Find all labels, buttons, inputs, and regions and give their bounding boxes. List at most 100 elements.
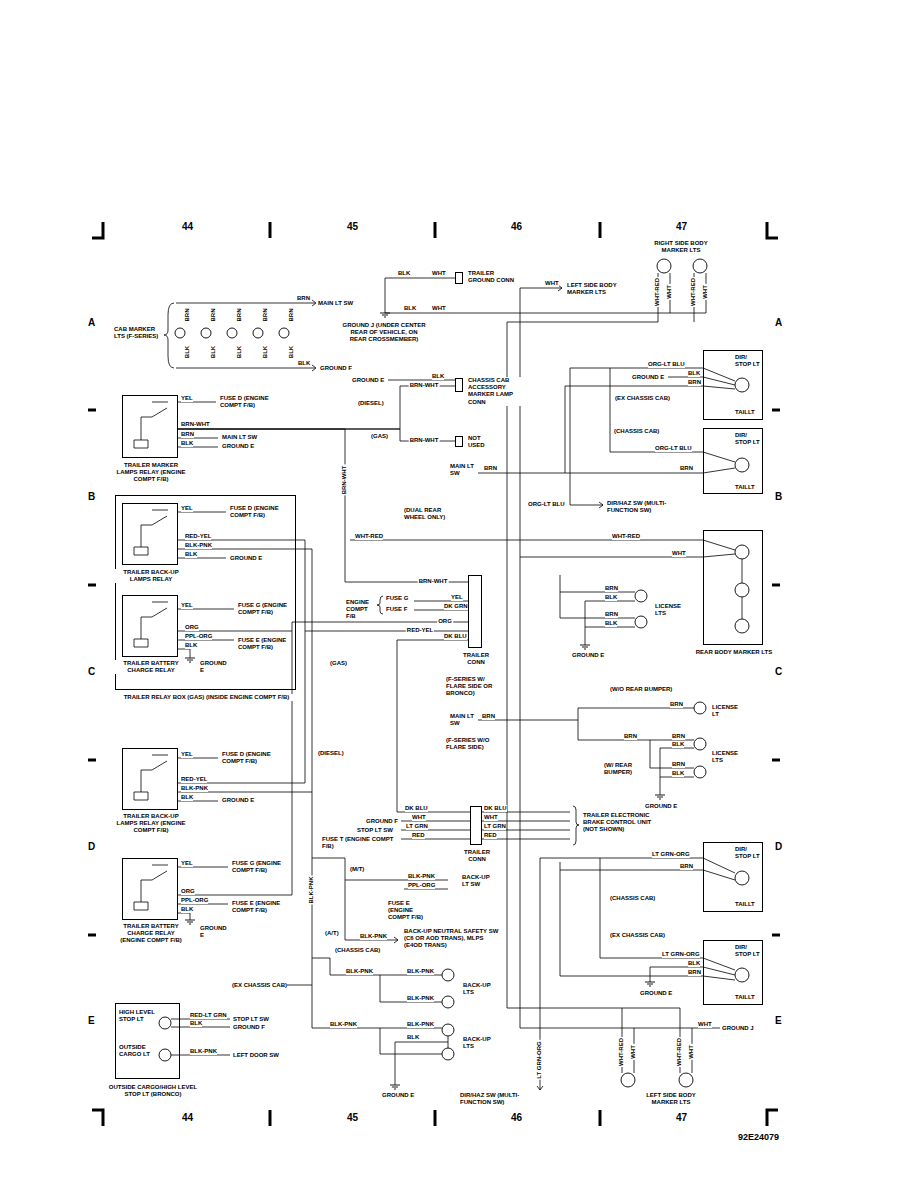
wire-label: FUSE E (ENGINE COMPT F/B) [388,900,432,922]
component-label: TRAILER CONN [457,849,497,863]
wire-label: GROUND J [722,1025,754,1032]
grid-reference: 46 [511,1112,522,1124]
wire-label: BRN [181,431,194,438]
wire-label: YEL [451,594,463,601]
wire [176,303,315,304]
wire-label: GROUND E [572,652,604,659]
lamp-symbol [657,259,671,273]
wire [560,592,635,593]
wire-label: RED [484,832,497,839]
wire [540,858,703,1090]
wire-label: GROUND E [632,374,664,381]
lamp-symbol [679,1073,693,1087]
wire-label: ORG-LT BLU [648,361,685,368]
lamp-symbol [694,766,706,778]
wire-label: BRN [210,308,217,323]
component-label: DIR/ STOP LT [735,846,762,860]
wire [703,377,735,385]
wire [703,468,735,473]
wire-label: BLK [605,594,617,601]
wire-label: (CHASSIS CAB) [610,895,655,902]
wire-label: BACK-UP NEUTRAL SAFETY SW (C6 OR AOD TRA… [404,928,499,950]
wire-label: BRN-WHT [409,437,440,444]
relay-symbol [134,602,168,647]
wire-label: WHT [432,305,446,312]
wire-label: LEFT DOOR SW [233,1052,279,1059]
lamp-symbol [175,328,185,338]
wire-label: BLK [185,642,197,649]
wire [703,858,735,873]
wire-label: FUSE G (ENGINE COMPT F/B) [238,602,288,616]
lamp-housing: DIR/ STOP LTTAILLT [703,350,763,420]
lamp-symbol [735,545,749,559]
wire-label: (EX CHASSIS CAB) [232,982,287,989]
wire [478,473,703,474]
frame-mark [772,759,780,762]
wire-label: FUSE G [386,595,408,602]
relay-box: TRAILER BATTERY CHARGE RELAY [122,595,178,657]
grid-reference: C [88,666,95,678]
wire-label: (DUAL REAR WHEEL ONLY) [404,507,454,521]
wire [178,549,312,1028]
wire-label: BRN [688,969,701,976]
lamp-symbol [635,616,647,628]
lamp-symbol [694,738,706,750]
wire-label: WHT [545,280,559,287]
wire-label: BLK-PNK [181,785,208,792]
wire-label: RED-YEL [181,776,207,783]
wire-label: MAIN LT SW [222,434,257,441]
wire-label: LICENSE LT [712,704,738,718]
wire-label: BLK [288,345,295,359]
lamp-symbol [442,996,454,1008]
wire [312,958,442,975]
wire-label: BLK-PNK [330,1021,357,1028]
wire [178,631,292,895]
wire-label: BRN [672,733,685,740]
wire-label: WHT [688,1044,695,1060]
wire [703,554,735,557]
grid-reference: 92E24079 [738,1132,779,1143]
lamp-symbol [159,1017,171,1029]
wire [565,386,703,387]
wire-label: BLK [688,370,700,377]
wire-label: RED-YEL [185,533,211,540]
ground-symbol [390,1085,400,1089]
wire [350,540,703,541]
frame-mark [88,934,96,937]
wire [394,937,398,943]
component-label: TRAILER GROUND CONN [468,270,514,284]
relay-box: TRAILER BACK-UP LAMPS RELAY (ENGINE COMP… [122,748,178,810]
wire-label: (F-SERIES W/ FLARE SIDE OR BRONCO) [446,676,498,698]
wire [660,748,661,795]
wire-label: YEL [181,505,193,512]
wire-label: GROUND E [222,443,254,450]
frame-mark [599,1110,602,1126]
wire-label: (CHASSIS CAB) [614,428,659,435]
wire-label: ORG-LT BLU [655,445,692,452]
component-label: TRAILER BATTERY CHARGE RELAY (ENGINE COM… [115,923,187,945]
lamp-symbol [735,871,749,885]
wire-label: BLK [190,1020,202,1027]
grid-reference: B [775,491,782,503]
frame-mark [88,759,96,762]
wire-label: BLK [181,794,193,801]
component-label: TAILLT [735,484,762,491]
wire-label: BACK-UP LTS [463,1036,491,1050]
wire-label: BRN [624,733,637,740]
grid-reference: 45 [347,221,358,233]
component-label: HIGH LEVEL STOP LT [119,1009,157,1023]
frame-mark [434,222,437,238]
frame-mark [269,222,272,238]
wire-label: BRN-WHT [409,382,440,389]
wire [570,368,603,505]
wire [178,913,190,920]
wire-label: RED-LT GRN [190,1012,227,1019]
wire-label: FUSE G (ENGINE COMPT F/B) [232,860,282,874]
connector: NOT USED [455,436,463,447]
lamp-symbol [635,590,647,602]
wire-label: LT GRN [406,823,428,830]
grid-reference: E [775,1015,782,1027]
wire [507,322,680,1073]
lamp-symbol [694,702,706,714]
